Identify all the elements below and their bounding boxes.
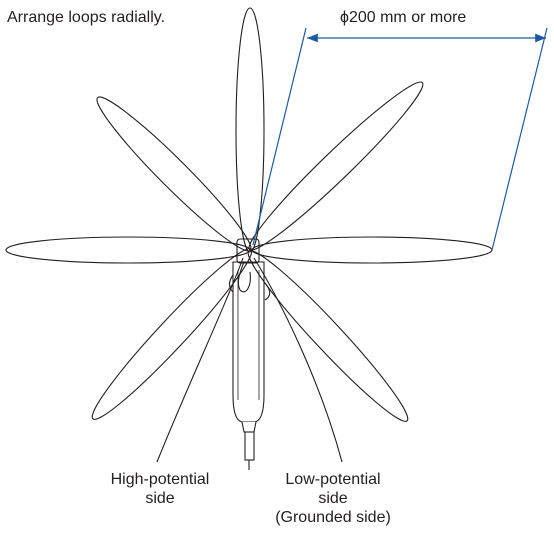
loop-upper-left <box>96 96 252 252</box>
loop-up <box>235 7 265 253</box>
clamp-probe <box>228 261 271 470</box>
diameter-label: ϕ200 mm or more <box>340 9 467 26</box>
clamp-jaw <box>236 238 260 264</box>
loops <box>5 7 493 422</box>
loop-lower-left <box>91 248 253 420</box>
low-potential-line-1: Low-potential <box>285 471 381 488</box>
loop-lower-right <box>247 250 409 422</box>
instruction-text: Arrange loops radially. <box>7 9 166 26</box>
loop-upper-right <box>248 81 424 251</box>
loop-lower-small <box>237 261 251 293</box>
high-potential-line-2: side <box>145 490 175 507</box>
high-potential-label: High-potential side <box>85 470 235 508</box>
loop-left <box>5 236 251 264</box>
low-potential-label: Low-potential side (Grounded side) <box>248 470 418 527</box>
probe-leads <box>156 257 343 463</box>
loop-right <box>251 236 493 264</box>
low-potential-line-2: side <box>318 490 348 507</box>
high-potential-line-1: High-potential <box>110 471 210 488</box>
diameter-dimension <box>252 27 548 251</box>
low-potential-line-3: (Grounded side) <box>275 509 391 526</box>
